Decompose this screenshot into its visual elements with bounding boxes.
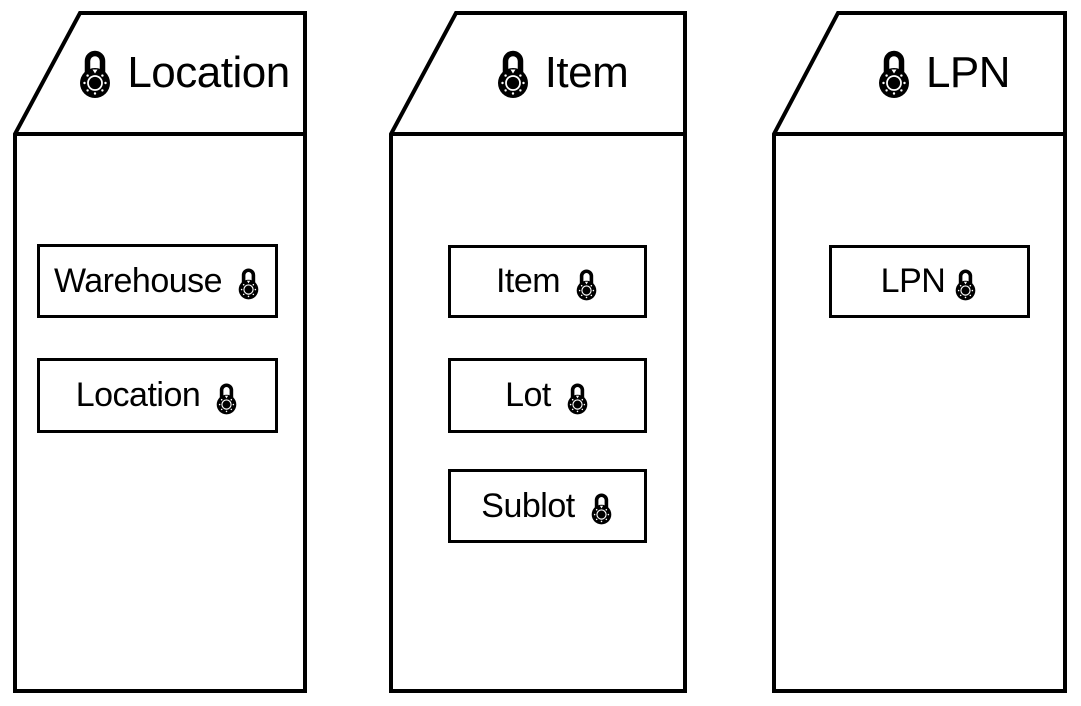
panel-lpn: LPN LPN	[772, 11, 1067, 693]
panel-location-outline	[13, 11, 307, 693]
entity-box-lot: Lot	[448, 358, 647, 433]
lock-icon	[236, 266, 261, 300]
lock-icon	[589, 491, 614, 525]
lock-icon	[76, 47, 114, 99]
entity-label: Location	[75, 376, 201, 414]
entity-box-location: Location	[37, 358, 278, 433]
lock-icon	[953, 267, 978, 301]
lock-icon	[214, 381, 239, 415]
entity-box-lpn: LPN	[829, 245, 1030, 318]
entity-label: Item	[495, 262, 561, 300]
entity-label: LPN	[880, 262, 946, 300]
entity-label: Sublot	[481, 486, 575, 525]
lock-icon	[565, 381, 590, 415]
entity-box-item: Item	[448, 245, 647, 318]
panel-title: Location	[127, 47, 290, 97]
entity-label: Lot	[505, 376, 551, 414]
panel-item: Item Item Lot Sublot	[389, 11, 687, 693]
lock-icon	[574, 267, 599, 301]
panel-title: LPN	[925, 47, 1011, 97]
panel-title: Item	[544, 47, 629, 97]
entity-label: Warehouse	[53, 261, 223, 300]
panel-item-header: Item	[389, 11, 687, 134]
entity-box-warehouse: Warehouse	[37, 244, 278, 318]
lock-icon	[494, 47, 532, 99]
panel-lpn-header: LPN	[772, 11, 1067, 134]
panel-location-header: Location	[13, 11, 307, 134]
panel-location: Location Warehouse Location	[13, 11, 307, 693]
entity-box-sublot: Sublot	[448, 469, 647, 543]
lock-icon	[875, 47, 913, 99]
panel-lpn-outline	[772, 11, 1067, 693]
